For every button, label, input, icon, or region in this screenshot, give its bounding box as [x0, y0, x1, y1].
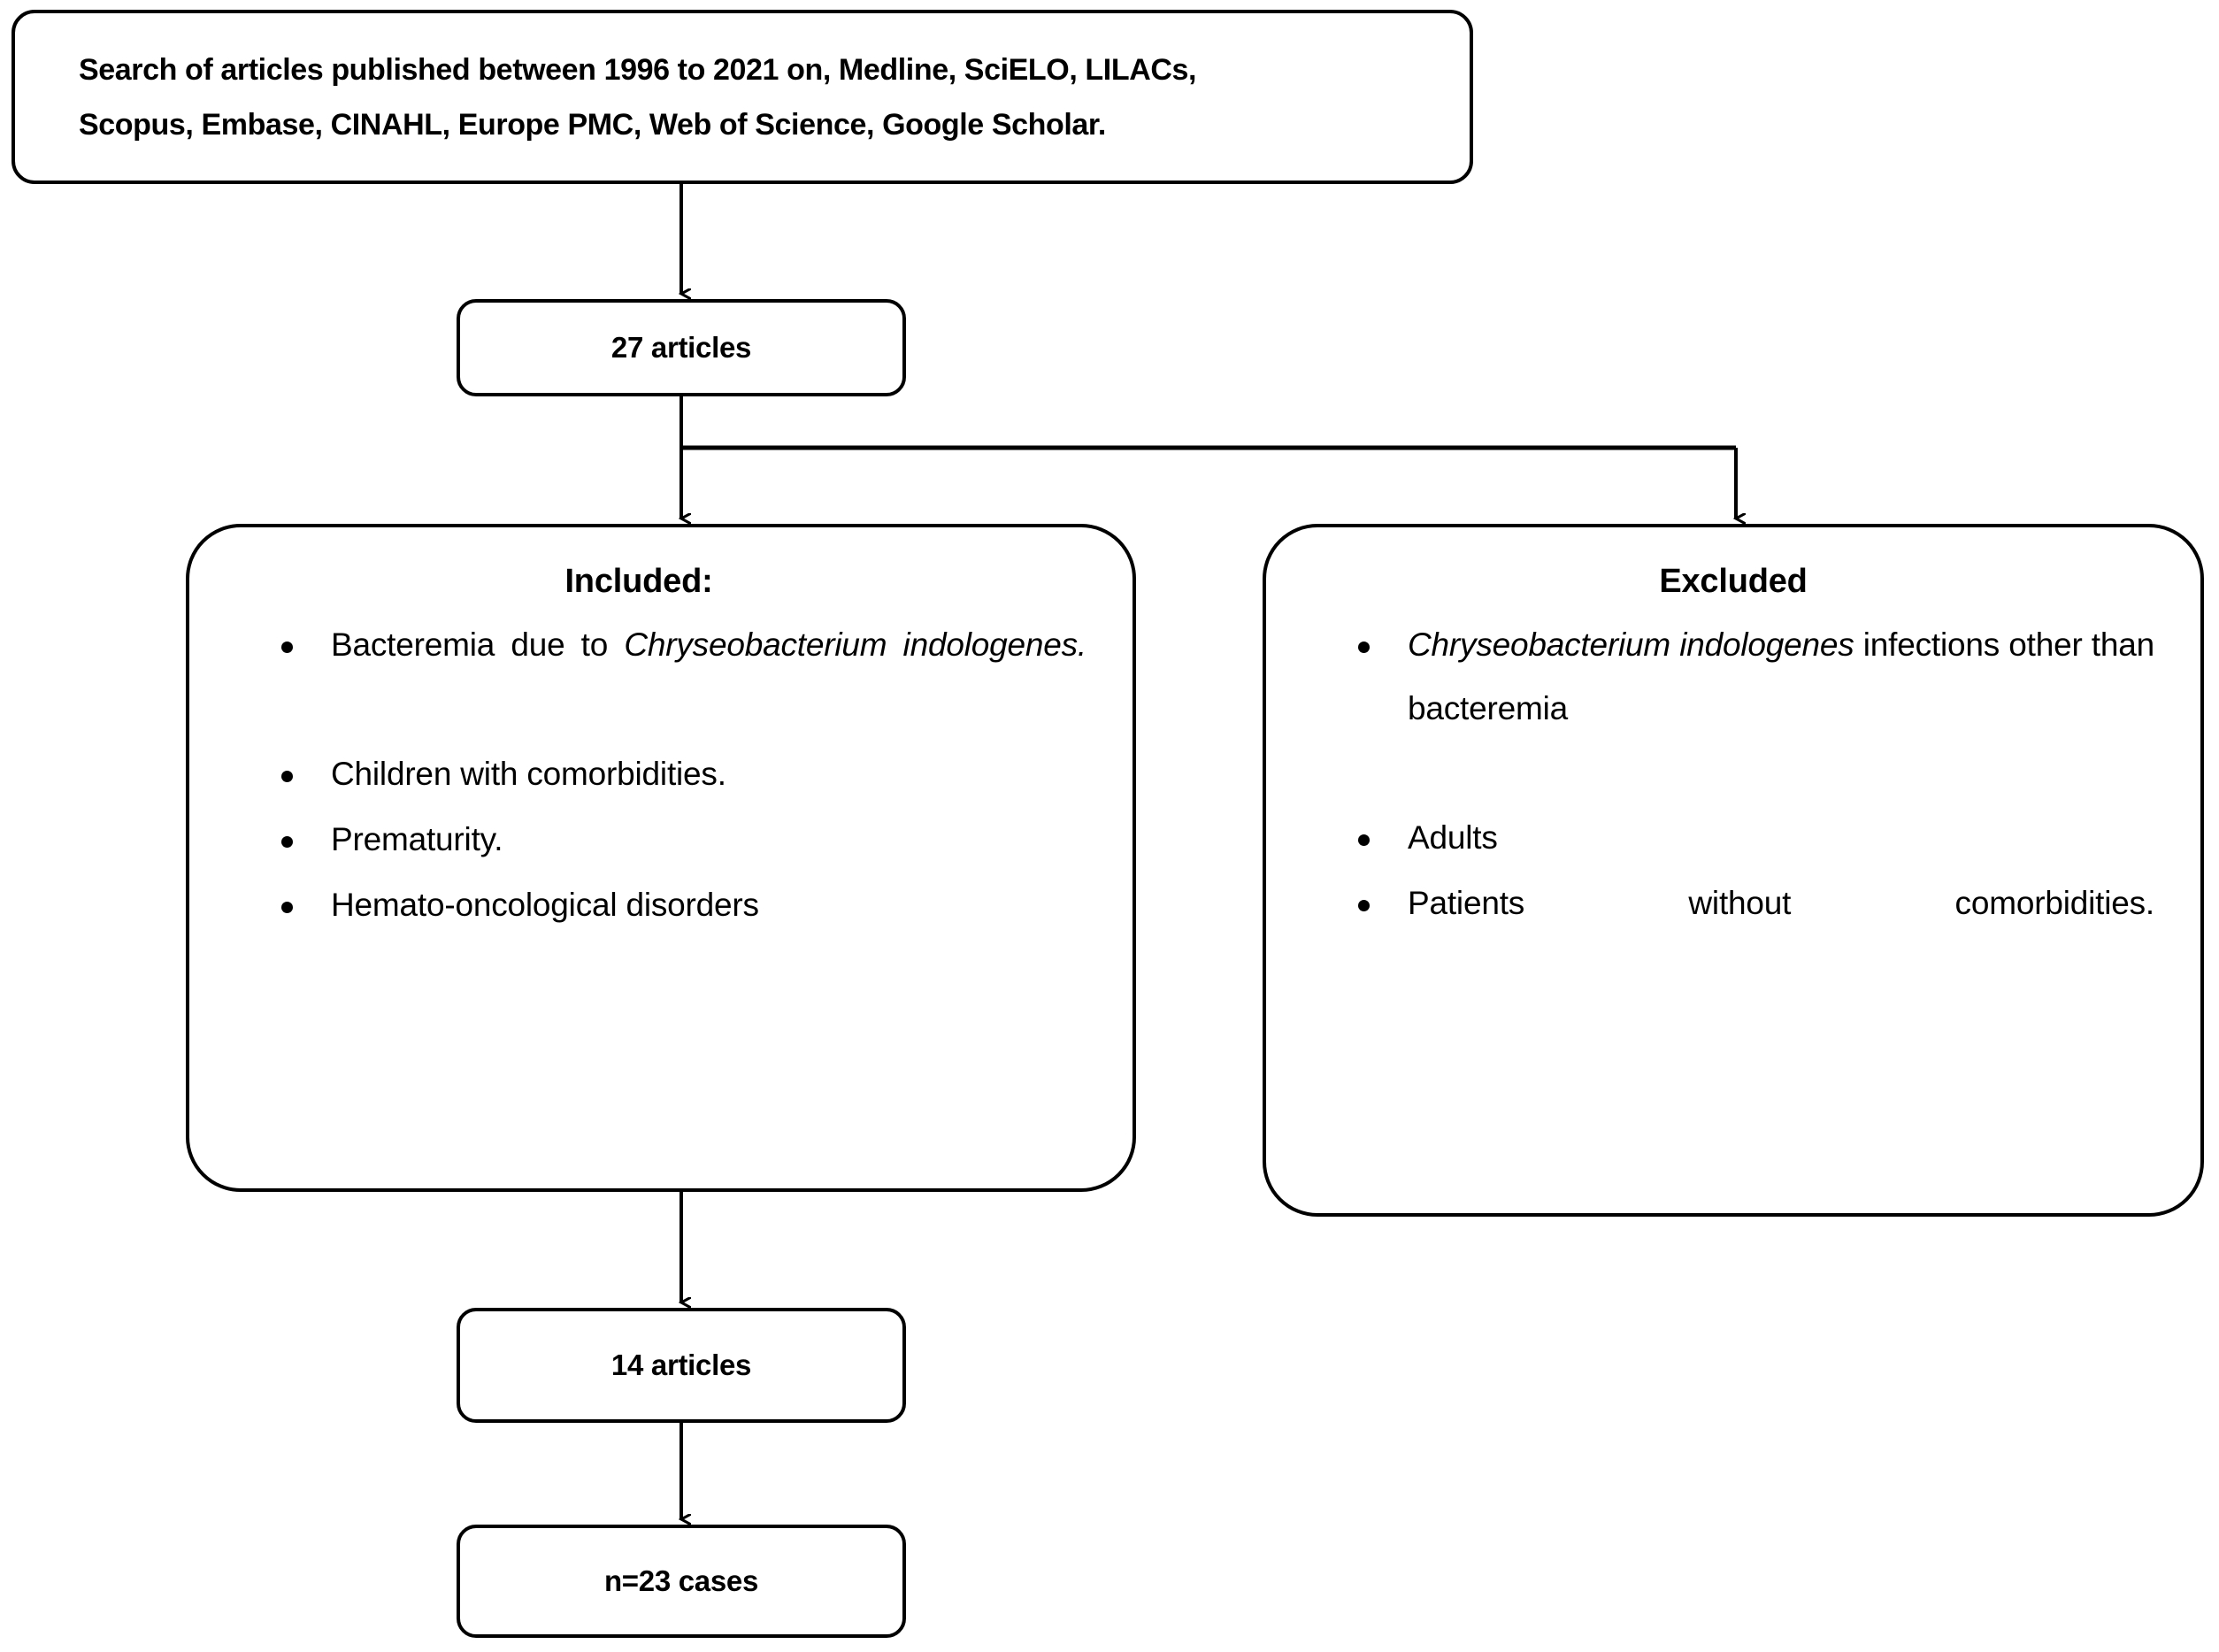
- excluded-bullet-2: Adults: [1312, 806, 2154, 870]
- articles-14-label: 14 articles: [610, 1348, 752, 1381]
- included-bullet-1-species: Chryseobacterium indologenes.: [624, 626, 1086, 663]
- articles-14-box: 14 articles: [457, 1308, 906, 1423]
- articles-27-label: 27 articles: [610, 331, 752, 364]
- included-bullet-1-text: Bacteremia due to: [331, 626, 625, 663]
- excluded-bullet-list: Chryseobacterium indologenes infections …: [1312, 613, 2154, 1001]
- cases-23-label: n=23 cases: [603, 1564, 759, 1597]
- excluded-heading: Excluded: [1659, 563, 1808, 600]
- included-bullet-2: Children with comorbidities.: [235, 742, 1086, 806]
- cases-23-box: n=23 cases: [457, 1525, 906, 1638]
- included-bullet-1: Bacteremia due to Chryseobacterium indol…: [235, 613, 1086, 741]
- excluded-bullet-1-text: infections other than bacteremia: [1408, 626, 2154, 726]
- excluded-bullet-3-text: Patients without comorbidities.: [1408, 885, 2154, 921]
- excluded-bullet-1-species: Chryseobacterium indologenes: [1408, 626, 1854, 663]
- excluded-bullet-3: Patients without comorbidities.: [1312, 872, 2154, 999]
- included-criteria-box: Included: Bacteremia due to Chryseobacte…: [186, 524, 1136, 1192]
- included-heading: Included:: [564, 563, 713, 600]
- excluded-bullet-1: Chryseobacterium indologenes infections …: [1312, 613, 2154, 804]
- articles-27-box: 27 articles: [457, 299, 906, 396]
- search-sources-line-2: Scopus, Embase, CINAHL, Europe PMC, Web …: [79, 107, 1106, 142]
- excluded-criteria-box: Excluded Chryseobacterium indologenes in…: [1263, 524, 2204, 1217]
- search-sources-line-1: Search of articles published between 199…: [79, 52, 1197, 87]
- included-bullet-4: Hemato-oncological disorders: [235, 873, 1086, 937]
- included-bullet-3: Prematurity.: [235, 808, 1086, 872]
- search-sources-box: Search of articles published between 199…: [12, 10, 1473, 184]
- included-bullet-list: Bacteremia due to Chryseobacterium indol…: [235, 613, 1086, 939]
